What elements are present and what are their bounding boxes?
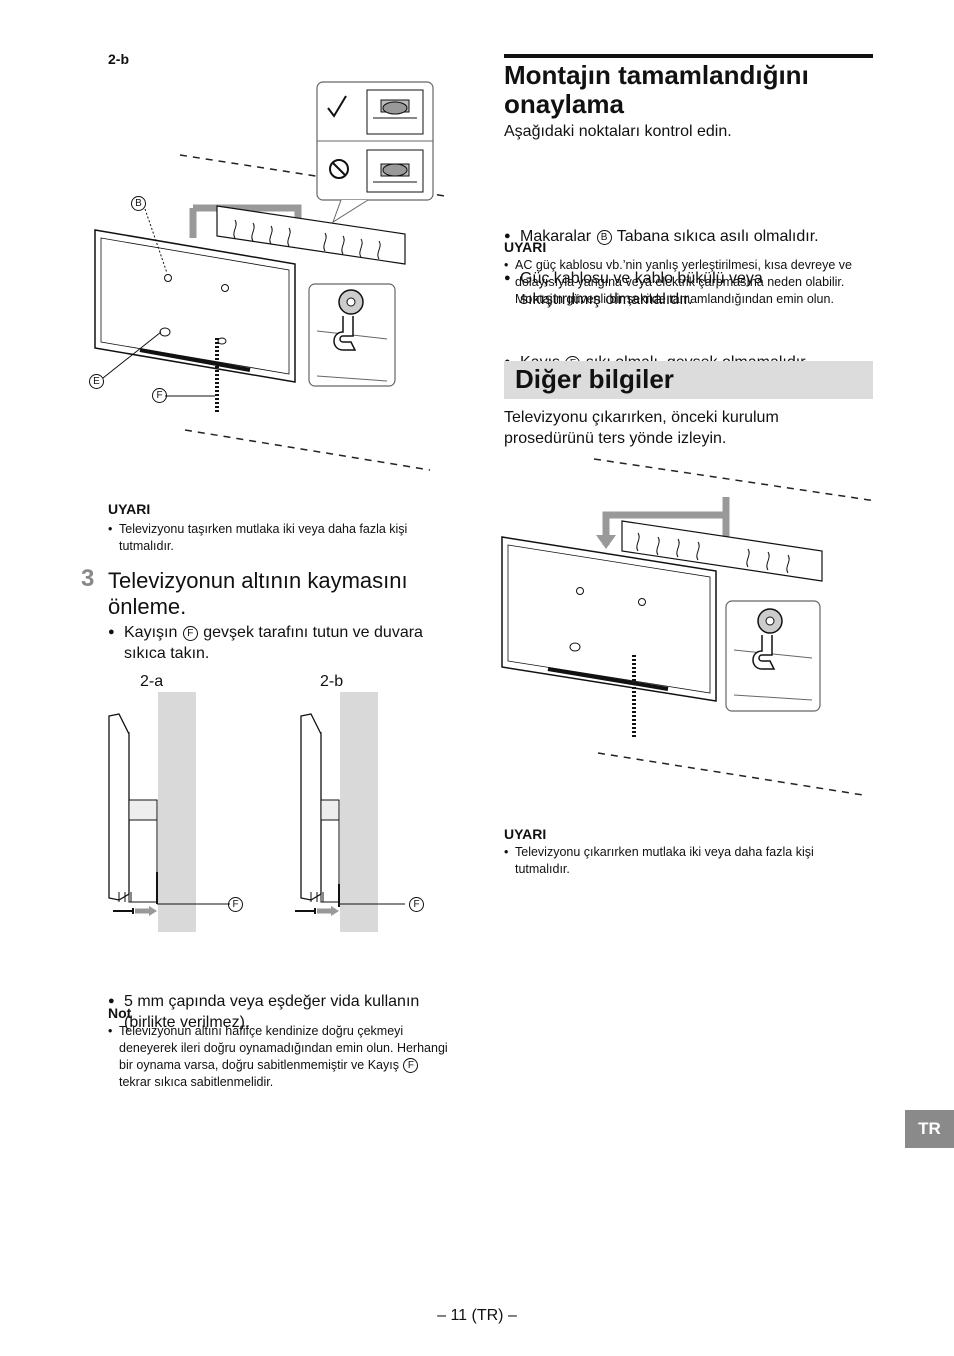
check-item-1: Makaralar B Tabana sıkıca asılı olmalıdı… <box>504 226 880 247</box>
step-number: 3 <box>81 565 95 592</box>
removal-text: Televizyonu çıkarırken, önceki kurulum p… <box>504 409 779 447</box>
warning-title-2: UYARI <box>504 239 547 255</box>
callout-f-inline: F <box>182 626 198 641</box>
note-text: Televizyonun altını hafifçe kendinize do… <box>108 1023 448 1091</box>
note-title: Not <box>108 1005 132 1021</box>
sub-label-2a: 2-a <box>140 673 164 690</box>
warning-text-2: AC güç kablosu vb.’nin yanlış yerleştiri… <box>504 257 872 308</box>
note-block: Not Televizyonun altını hafifçe kendiniz… <box>108 1005 448 1091</box>
callout-f-note: F <box>403 1058 419 1073</box>
warning-title: UYARI <box>108 501 151 517</box>
warning-block-3: UYARI Televizyonu çıkarırken mutlaka iki… <box>504 826 872 878</box>
bullet-text-pre: Kayışın <box>124 624 182 641</box>
bullet-text-post: gevşek tarafını tutun ve duvara sıkıca t… <box>124 624 423 662</box>
note-text-pre: Televizyonun altını hafifçe kendinize do… <box>119 1024 448 1072</box>
callout-b: B <box>131 196 146 211</box>
tv-hanging-illustration <box>94 81 446 471</box>
check1-post: Tabana sıkıca asılı olmalıdır. <box>612 228 819 245</box>
section-band <box>504 361 873 399</box>
step-title: Televizyonun altının kaymasını önleme. <box>108 568 408 619</box>
sub-label-2b: 2-b <box>320 673 344 690</box>
check-intro: Aşağıdaki noktaları kontrol edin. <box>504 123 732 140</box>
callout-e: E <box>89 374 104 389</box>
warning-block-2: UYARI AC güç kablosu vb.’nin yanlış yerl… <box>504 239 872 308</box>
warning-title-3: UYARI <box>504 826 547 842</box>
step-bullet-1: Kayışın F gevşek tarafını tutun ve duvar… <box>108 622 444 664</box>
warning-text: Televizyonu taşırken mutlaka iki veya da… <box>108 521 448 555</box>
tv-removal-illustration <box>501 458 877 796</box>
page-number: – 11 (TR) – <box>437 1307 517 1324</box>
warning-block-1: UYARI Televizyonu taşırken mutlaka iki v… <box>108 501 448 555</box>
callout-b-inline: B <box>596 230 612 245</box>
callout-f-2a: F <box>228 897 243 912</box>
strap-side-view-illustration <box>108 692 405 932</box>
callout-f-2b: F <box>409 897 424 912</box>
check1-pre: Makaralar <box>520 228 596 245</box>
heading-rule <box>504 54 873 58</box>
heading-montaj: Montajın tamamlandığını onaylama <box>504 60 809 119</box>
figure-label-2b: 2-b <box>108 51 129 67</box>
warning-text-3: Televizyonu çıkarırken mutlaka iki veya … <box>504 844 872 878</box>
language-tab: TR <box>905 1110 954 1148</box>
note-text-post: tekrar sıkıca sabitlenmelidir. <box>119 1075 274 1089</box>
callout-f: F <box>152 388 167 403</box>
heading-diger: Diğer bilgiler <box>515 364 674 394</box>
